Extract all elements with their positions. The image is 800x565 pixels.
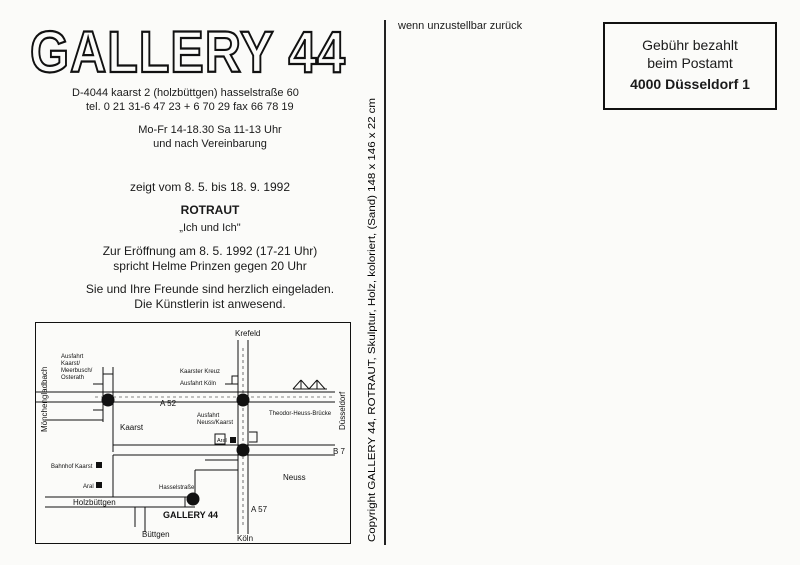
postage-line-1: Gebühr bezahlt (642, 37, 738, 53)
map-label-holzbuettgen: Holzbüttgen (73, 498, 116, 507)
location-map: Krefeld Köln Mönchengladbach Düsseldorf … (35, 322, 351, 544)
return-note: wenn unzustellbar zurück (398, 20, 523, 32)
map-label-exit-neuss-2: Neuss/Kaarst (197, 420, 233, 426)
center-divider (384, 20, 386, 545)
exhibition-title: „Ich und Ich" (179, 222, 241, 234)
postage-line-3: 4000 Düsseldorf 1 (630, 76, 750, 92)
map-label-exit-kaarst-2: Kaarst/ (61, 361, 80, 367)
hours-line-2: und nach Vereinbarung (153, 138, 267, 150)
copyright-vertical: Copyright GALLERY 44, ROTRAUT, Skulptur,… (367, 98, 378, 542)
opening-line-1: Zur Eröffnung am 8. 5. 1992 (17-21 Uhr) (102, 244, 318, 258)
address-line-1: D-4044 kaarst 2 (holzbüttgen) hasselstra… (72, 87, 299, 99)
hours-line-1: Mo-Fr 14-18.30 Sa 11-13 Uhr (138, 124, 282, 136)
gallery-logo: GALLERY 44 (29, 19, 346, 80)
map-label-kaarster-kreuz: Kaarster Kreuz (180, 369, 220, 375)
postage-box: Gebühr bezahlt beim Postamt 4000 Düsseld… (603, 22, 777, 110)
map-label-koeln: Köln (237, 534, 253, 543)
map-label-buettgen: Büttgen (142, 530, 170, 539)
address-line-2: tel. 0 21 31-6 47 23 + 6 70 29 fax 66 78… (86, 101, 294, 113)
map-label-aral-2: Aral (83, 484, 94, 490)
map-label-gallery: GALLERY 44 (163, 510, 218, 520)
map-label-moenchengladbach: Mönchengladbach (40, 367, 49, 432)
invite-line-2: Die Künstlerin ist anwesend. (134, 297, 286, 311)
copyright-text: Copyright GALLERY 44, ROTRAUT, Skulptur,… (367, 98, 378, 542)
map-label-exit-kaarst-1: Ausfahrt (61, 354, 84, 360)
map-label-b7: B 7 (333, 447, 346, 456)
postage-line-2: beim Postamt (647, 55, 733, 71)
map-label-a57: A 57 (251, 505, 268, 514)
map-label-exit-kaarst-4: Osterath (61, 375, 84, 381)
map-label-kaarst: Kaarst (120, 423, 144, 432)
map-label-theodor-heuss: Theodor-Heuss-Brücke (269, 411, 332, 417)
map-label-bahnhof: Bahnhof Kaarst (51, 464, 93, 470)
map-label-exit-kaarst-3: Meerbusch/ (61, 368, 93, 374)
exhibition-dates: zeigt vom 8. 5. bis 18. 9. 1992 (129, 180, 291, 194)
invite-line-1: Sie und Ihre Freunde sind herzlich einge… (85, 282, 335, 296)
map-label-krefeld: Krefeld (235, 329, 260, 338)
map-label-exit-neuss-1: Ausfahrt (197, 413, 220, 419)
map-label-aral-1: Aral (217, 438, 227, 444)
artist-name: ROTRAUT (180, 203, 240, 217)
logo-text: GALLERY 44 (30, 20, 346, 80)
map-label-duesseldorf: Düsseldorf (338, 391, 347, 430)
map-label-exit-koeln: Ausfahrt Köln (180, 381, 216, 387)
map-label-a52: A 52 (160, 399, 177, 408)
map-label-hasselstrasse: Hasselstraße (159, 485, 195, 491)
map-label-neuss: Neuss (283, 473, 306, 482)
opening-line-2: spricht Helme Prinzen gegen 20 Uhr (113, 259, 307, 273)
